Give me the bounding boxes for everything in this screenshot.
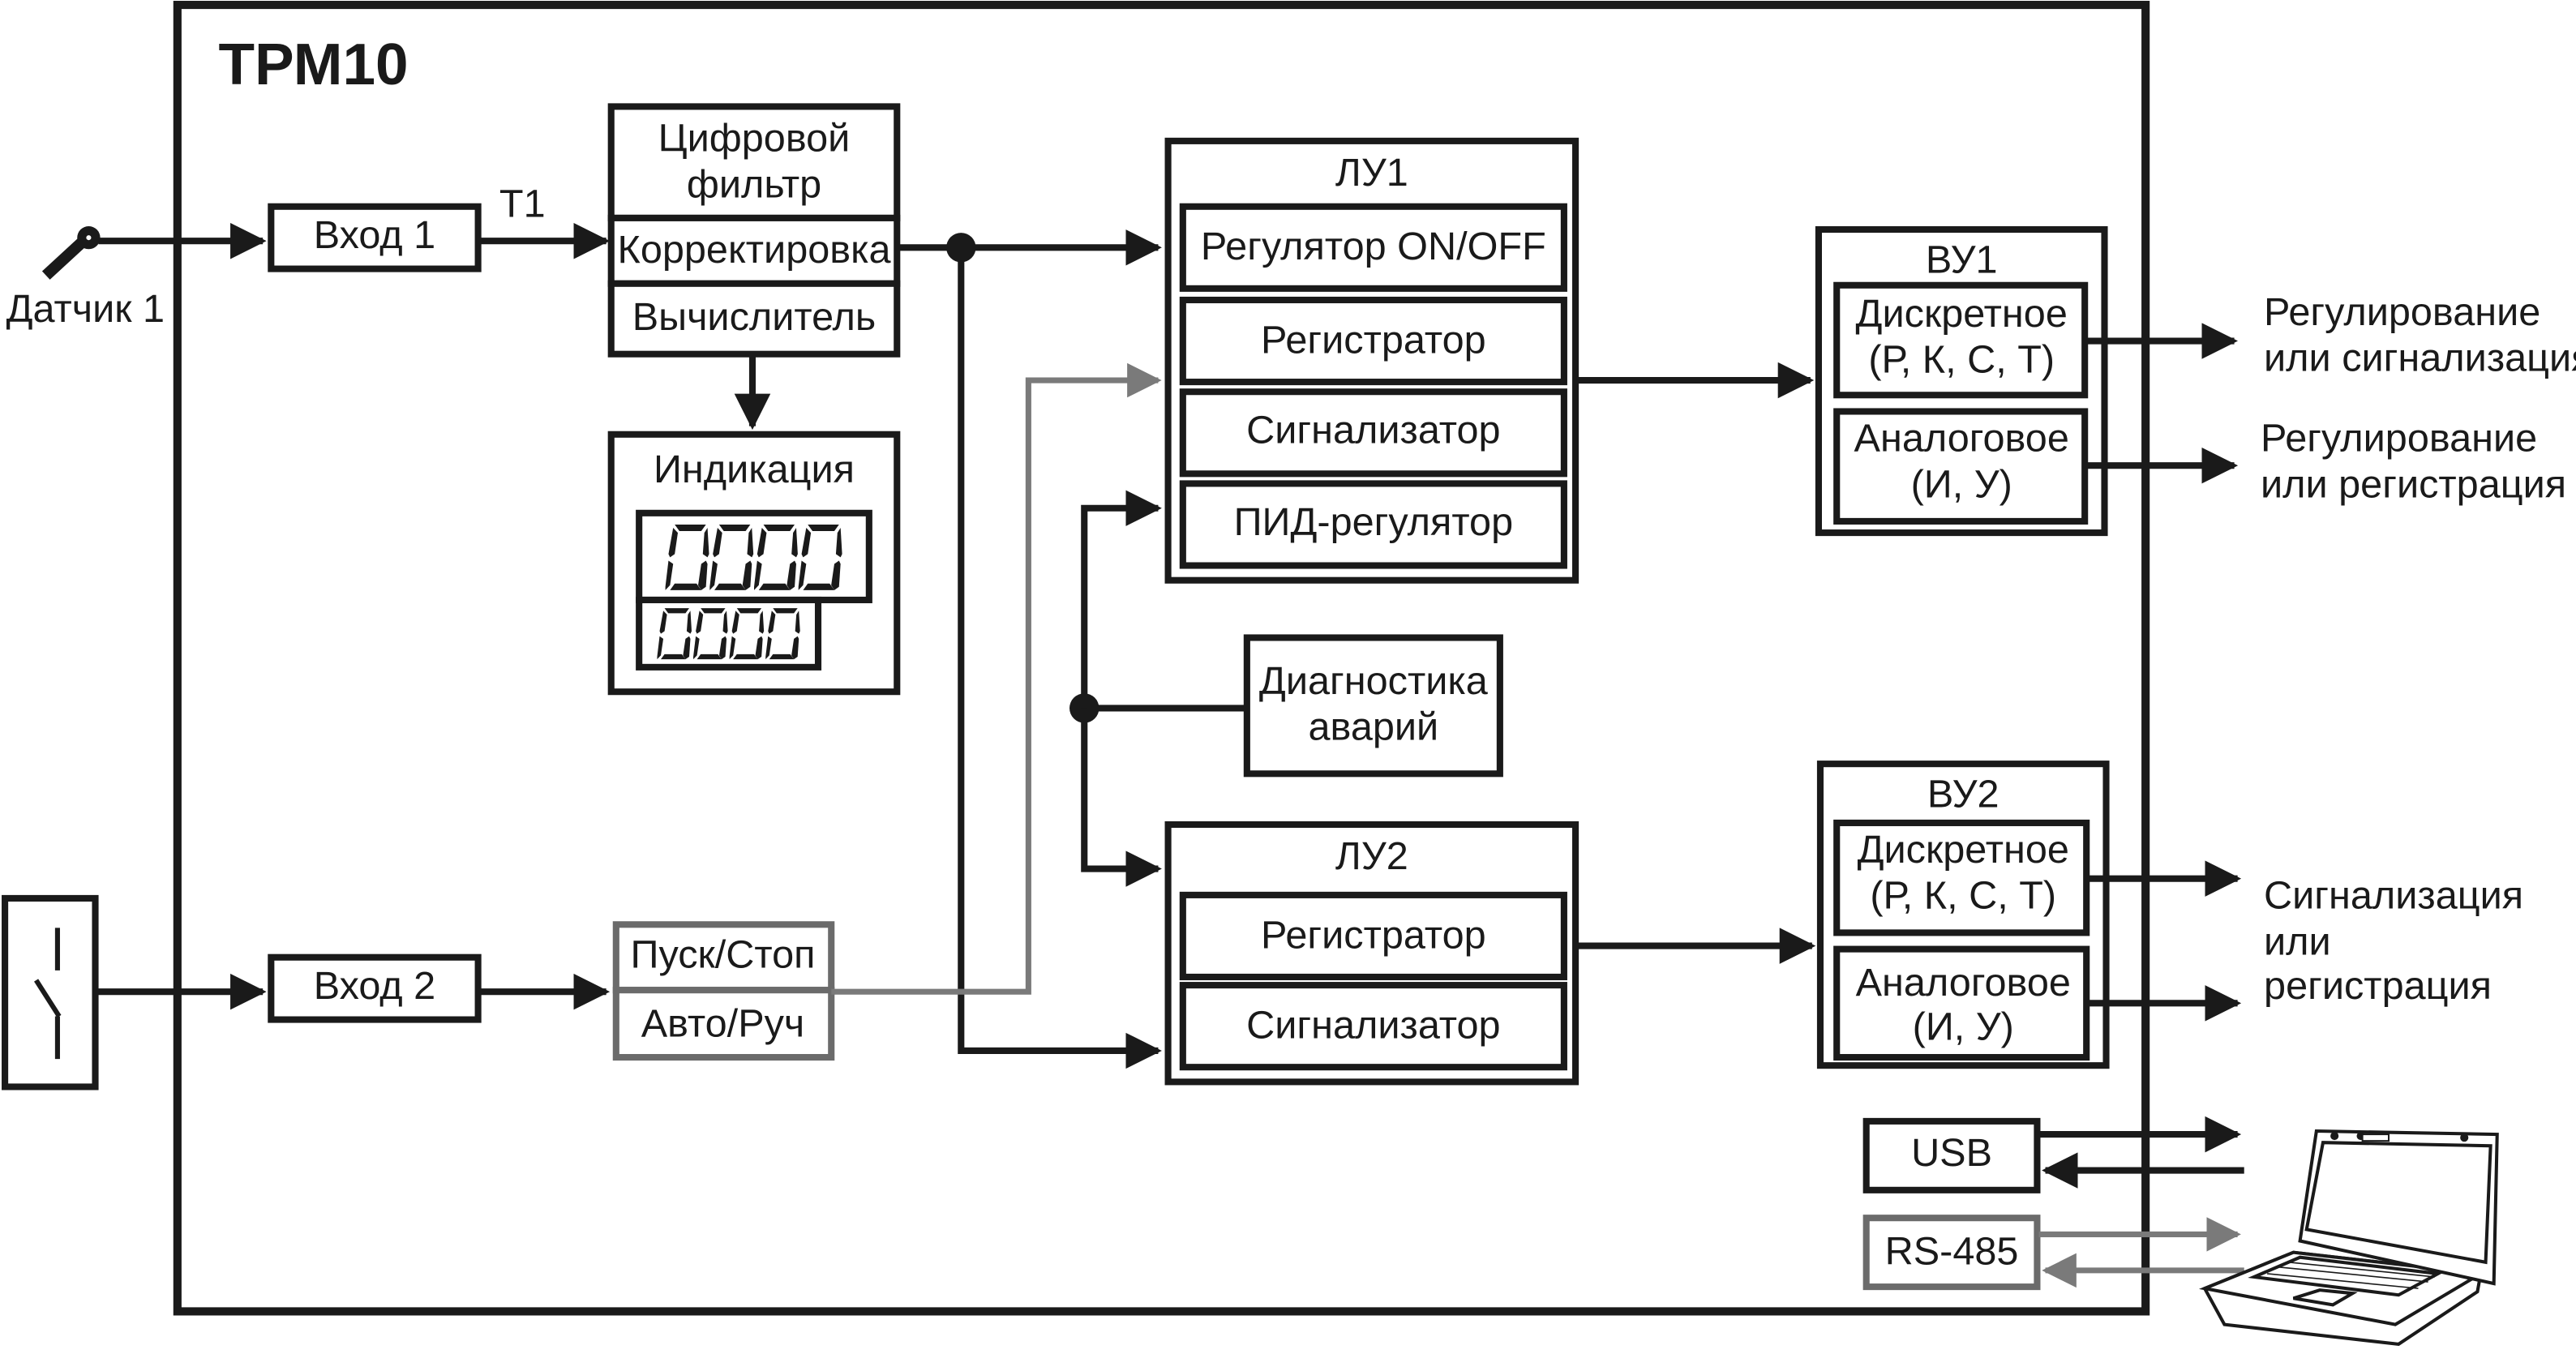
- laptop-icon: [2198, 1129, 2499, 1346]
- calculator-label: Вычислитель: [632, 295, 877, 339]
- vu2-analog-label-2: (И, У): [1913, 1005, 2014, 1049]
- lu2-mode-alarm: [1179, 982, 1567, 1071]
- sensor1-label: Датчик 1: [6, 287, 165, 331]
- vu2-analog-label-1: Аналоговое: [1856, 961, 2071, 1005]
- input1-label: Вход 1: [314, 213, 436, 257]
- indication-title: Индикация: [654, 448, 855, 491]
- rs485-block: [1862, 1215, 2041, 1291]
- vu1-analog-label-1: Аналоговое: [1854, 417, 2069, 461]
- vu1-discrete-output-label-2: или сигнализация: [2264, 336, 2576, 380]
- lu2-block: ЛУ2 Регистратор Сигнализатор: [1164, 821, 1579, 1086]
- lu1-mode-recorder-label: Регистратор: [1261, 318, 1486, 362]
- vu1-block: ВУ1 Дискретное (Р, К, С, Т) Аналоговое (…: [1815, 226, 2108, 537]
- input2-block: [268, 953, 482, 1023]
- vu1-title: ВУ1: [1926, 238, 1998, 281]
- vu1-discrete-label-1: Дискретное: [1856, 292, 2068, 336]
- correction-label: Корректировка: [618, 228, 892, 272]
- vu1-analog-label-2: (И, У): [1911, 462, 2012, 506]
- lu2-mode-recorder-label: Регистратор: [1261, 913, 1486, 957]
- vu1-discrete-output-label-1: Регулирование: [2264, 290, 2540, 334]
- digital-filter-block: [607, 103, 901, 221]
- input1-block: [268, 203, 482, 272]
- diagnostics-block: [1243, 634, 1503, 778]
- indication-block: Индикация: [607, 431, 901, 696]
- lu1-mode-alarm-label: Сигнализатор: [1246, 409, 1500, 452]
- device-title: ТРМ10: [218, 32, 408, 97]
- lu2-mode-alarm-label: Сигнализатор: [1246, 1004, 1500, 1048]
- digital-filter-label-2: фильтр: [687, 162, 821, 206]
- usb-block: [1862, 1117, 2041, 1193]
- processing-block: Цифровой фильтр Корректировка Вычислител…: [607, 103, 901, 358]
- diagnostics-label-2: аварий: [1309, 705, 1439, 749]
- vu2-output-label-2: или: [2264, 919, 2331, 963]
- vu2-discrete-label-2: (Р, К, С, Т): [1870, 874, 2056, 918]
- vu2-output-label-3: регистрация: [2264, 964, 2492, 1008]
- input2-label: Вход 2: [314, 964, 436, 1008]
- auto-manual-label: Авто/Руч: [641, 1002, 805, 1046]
- lu1-mode-pid: [1179, 480, 1567, 569]
- rs485-label: RS-485: [1885, 1230, 2019, 1274]
- vu2-title: ВУ2: [1927, 772, 2000, 816]
- vu1-discrete-block: [1833, 281, 2089, 399]
- vu2-discrete-block: [1833, 819, 2090, 936]
- vu1-discrete-label-2: (Р, К, С, Т): [1868, 338, 2055, 382]
- diagnostics-to-lu1-arrow: [1081, 490, 1162, 709]
- switch-sensor-icon: [2, 894, 99, 1090]
- vu2-output-label-1: Сигнализация: [2264, 874, 2523, 918]
- auto-manual-block: [612, 987, 835, 1061]
- device-frame: [173, 1, 2150, 1316]
- vu1-analog-output-label-1: Регулирование: [2261, 417, 2537, 461]
- vu1-analog-output-label-2: или регистрация: [2261, 462, 2566, 506]
- digital-filter-label-1: Цифровой: [658, 117, 851, 161]
- start-stop-block: [612, 921, 835, 994]
- lu1-mode-onoff: [1179, 203, 1567, 292]
- vu2-discrete-label-1: Дискретное: [1858, 828, 2069, 872]
- correction-to-lu2-arrow: [958, 247, 1162, 1069]
- usb-label: USB: [1911, 1131, 1992, 1175]
- diagnostics-label-1: Диагностика: [1259, 659, 1489, 703]
- lu1-title: ЛУ1: [1335, 151, 1408, 195]
- discrete-to-lu1-arrow: [831, 362, 1162, 995]
- lu1-mode-onoff-label: Регулятор ON/OFF: [1201, 225, 1546, 268]
- lu1-mode-pid-label: ПИД-регулятор: [1234, 500, 1514, 544]
- sensor1-icon: [41, 226, 101, 280]
- lu1-mode-recorder: [1179, 296, 1567, 386]
- diagnostics-to-lu2-arrow: [1081, 708, 1162, 887]
- discrete-input-block: Пуск/Стоп Авто/Руч: [612, 921, 835, 1061]
- lu2-title: ЛУ2: [1335, 834, 1408, 878]
- lu2-mode-recorder: [1179, 891, 1567, 981]
- lu1-block: ЛУ1 Регулятор ON/OFF Регистратор Сигнали…: [1164, 137, 1579, 584]
- start-stop-label: Пуск/Стоп: [631, 933, 816, 977]
- signal-t1-label: Т1: [499, 182, 546, 226]
- lu1-mode-alarm: [1179, 388, 1567, 478]
- vu2-block: ВУ2 Дискретное (Р, К, С, Т) Аналоговое (…: [1816, 761, 2110, 1069]
